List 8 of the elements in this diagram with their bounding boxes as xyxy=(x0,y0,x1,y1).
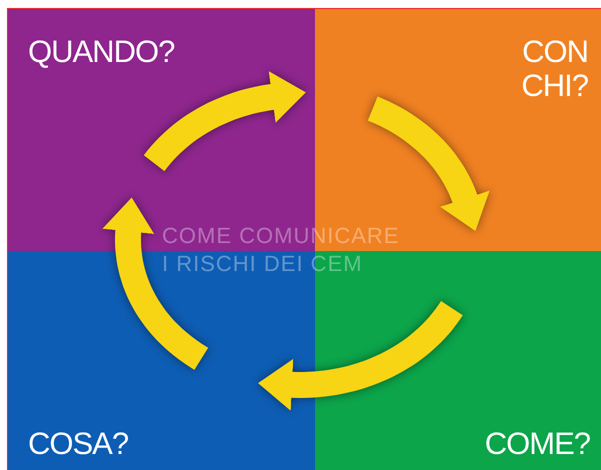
cycle-arrow xyxy=(144,71,306,172)
cycle-arrow xyxy=(365,96,490,232)
question-text: CON CHI? xyxy=(520,35,588,103)
cycle-arrow xyxy=(258,300,463,411)
question-text: COME? xyxy=(484,427,590,461)
question-text: QUANDO? xyxy=(28,35,174,69)
question-text: COSA? xyxy=(28,427,128,461)
cycle-arrow xyxy=(102,198,210,370)
